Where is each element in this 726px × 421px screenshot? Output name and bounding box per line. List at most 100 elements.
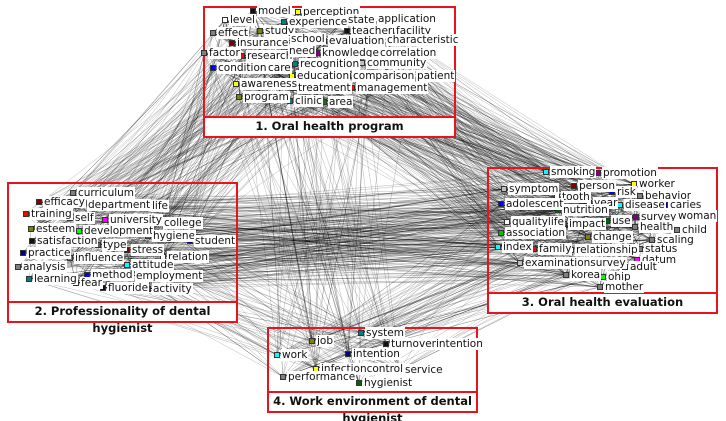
node-marker[interactable] bbox=[498, 201, 504, 207]
edge bbox=[347, 75, 499, 248]
node-marker[interactable] bbox=[233, 81, 239, 87]
node-marker[interactable] bbox=[28, 226, 34, 232]
edge bbox=[28, 278, 360, 384]
edge bbox=[311, 221, 508, 342]
edge bbox=[289, 100, 401, 371]
edge bbox=[292, 87, 535, 250]
node-label: promotion bbox=[602, 167, 658, 179]
node-marker[interactable] bbox=[585, 234, 591, 240]
node-marker[interactable] bbox=[29, 238, 35, 244]
edge bbox=[130, 75, 413, 277]
edge bbox=[203, 52, 317, 370]
node-label: relationship bbox=[575, 244, 639, 256]
node-marker[interactable] bbox=[23, 211, 29, 217]
edge bbox=[146, 205, 499, 248]
edge bbox=[276, 185, 575, 356]
edge bbox=[323, 101, 387, 345]
node-label: factor bbox=[208, 47, 241, 59]
edge bbox=[158, 222, 349, 355]
node-marker[interactable] bbox=[292, 61, 298, 67]
edge bbox=[311, 248, 535, 342]
node-marker[interactable] bbox=[383, 341, 389, 347]
node-marker[interactable] bbox=[309, 338, 315, 344]
node-marker[interactable] bbox=[236, 94, 242, 100]
node-marker[interactable] bbox=[674, 227, 680, 233]
node-label: change bbox=[592, 231, 633, 243]
node-label: mother bbox=[604, 281, 645, 293]
node-marker[interactable] bbox=[345, 351, 351, 357]
node-marker[interactable] bbox=[36, 199, 42, 205]
edge bbox=[146, 205, 559, 211]
edge bbox=[69, 55, 243, 259]
node-marker[interactable] bbox=[201, 50, 207, 56]
edge bbox=[347, 75, 499, 248]
node-marker[interactable] bbox=[257, 28, 263, 34]
edge bbox=[276, 204, 666, 356]
node-marker[interactable] bbox=[358, 330, 364, 336]
node-marker[interactable] bbox=[543, 169, 549, 175]
edge bbox=[147, 50, 285, 290]
node-marker[interactable] bbox=[295, 9, 301, 15]
node-marker[interactable] bbox=[26, 276, 32, 282]
node-label: education bbox=[296, 70, 351, 82]
node-marker[interactable] bbox=[649, 237, 655, 243]
node-marker[interactable] bbox=[281, 19, 287, 25]
node-label: attitude bbox=[131, 259, 175, 271]
node-marker[interactable] bbox=[20, 250, 26, 256]
node-marker[interactable] bbox=[637, 193, 643, 199]
node-marker[interactable] bbox=[495, 244, 501, 250]
node-marker[interactable] bbox=[344, 28, 350, 34]
node-marker[interactable] bbox=[563, 272, 569, 278]
node-marker[interactable] bbox=[210, 65, 216, 71]
node-label: correlation bbox=[379, 47, 438, 59]
node-marker[interactable] bbox=[124, 262, 130, 268]
node-marker[interactable] bbox=[356, 380, 362, 386]
edge bbox=[289, 100, 313, 342]
node-marker[interactable] bbox=[229, 40, 235, 46]
edge bbox=[294, 63, 349, 355]
node-marker[interactable] bbox=[504, 219, 510, 225]
node-label: woman bbox=[677, 210, 718, 222]
edge bbox=[497, 246, 521, 264]
node-marker[interactable] bbox=[102, 217, 108, 223]
node-label: patient bbox=[416, 70, 456, 82]
edge bbox=[351, 87, 641, 197]
node-label: caries bbox=[669, 199, 703, 211]
edge bbox=[72, 52, 205, 194]
edge bbox=[130, 275, 601, 288]
edge bbox=[189, 42, 233, 242]
edge bbox=[311, 239, 653, 342]
edge bbox=[17, 249, 572, 268]
node-marker[interactable] bbox=[633, 214, 639, 220]
node-marker[interactable] bbox=[70, 190, 76, 196]
edge bbox=[276, 246, 499, 356]
edge bbox=[75, 282, 360, 384]
node-marker[interactable] bbox=[632, 224, 638, 230]
node-marker[interactable] bbox=[222, 17, 228, 23]
node-marker[interactable] bbox=[517, 260, 523, 266]
edge bbox=[104, 63, 296, 221]
edge bbox=[241, 55, 313, 342]
node-marker[interactable] bbox=[210, 30, 216, 36]
node-marker[interactable] bbox=[501, 186, 507, 192]
node-marker[interactable] bbox=[274, 352, 280, 358]
node-marker[interactable] bbox=[280, 374, 286, 380]
edge bbox=[351, 87, 599, 174]
edge bbox=[212, 67, 313, 342]
edge bbox=[282, 183, 635, 378]
edge bbox=[102, 287, 387, 345]
node-marker[interactable] bbox=[15, 264, 21, 270]
edge bbox=[158, 222, 313, 342]
edge bbox=[162, 248, 535, 258]
node-marker[interactable] bbox=[250, 8, 256, 14]
node-label: efficacy bbox=[43, 196, 86, 208]
edge bbox=[276, 221, 508, 356]
node-marker[interactable] bbox=[571, 183, 577, 189]
node-label: worker bbox=[638, 178, 676, 190]
node-label: insurance bbox=[236, 37, 290, 49]
node-marker[interactable] bbox=[597, 284, 603, 290]
node-marker[interactable] bbox=[76, 228, 82, 234]
node-label: influence bbox=[74, 252, 125, 264]
node-label: perception bbox=[302, 6, 361, 18]
node-marker[interactable] bbox=[498, 230, 504, 236]
